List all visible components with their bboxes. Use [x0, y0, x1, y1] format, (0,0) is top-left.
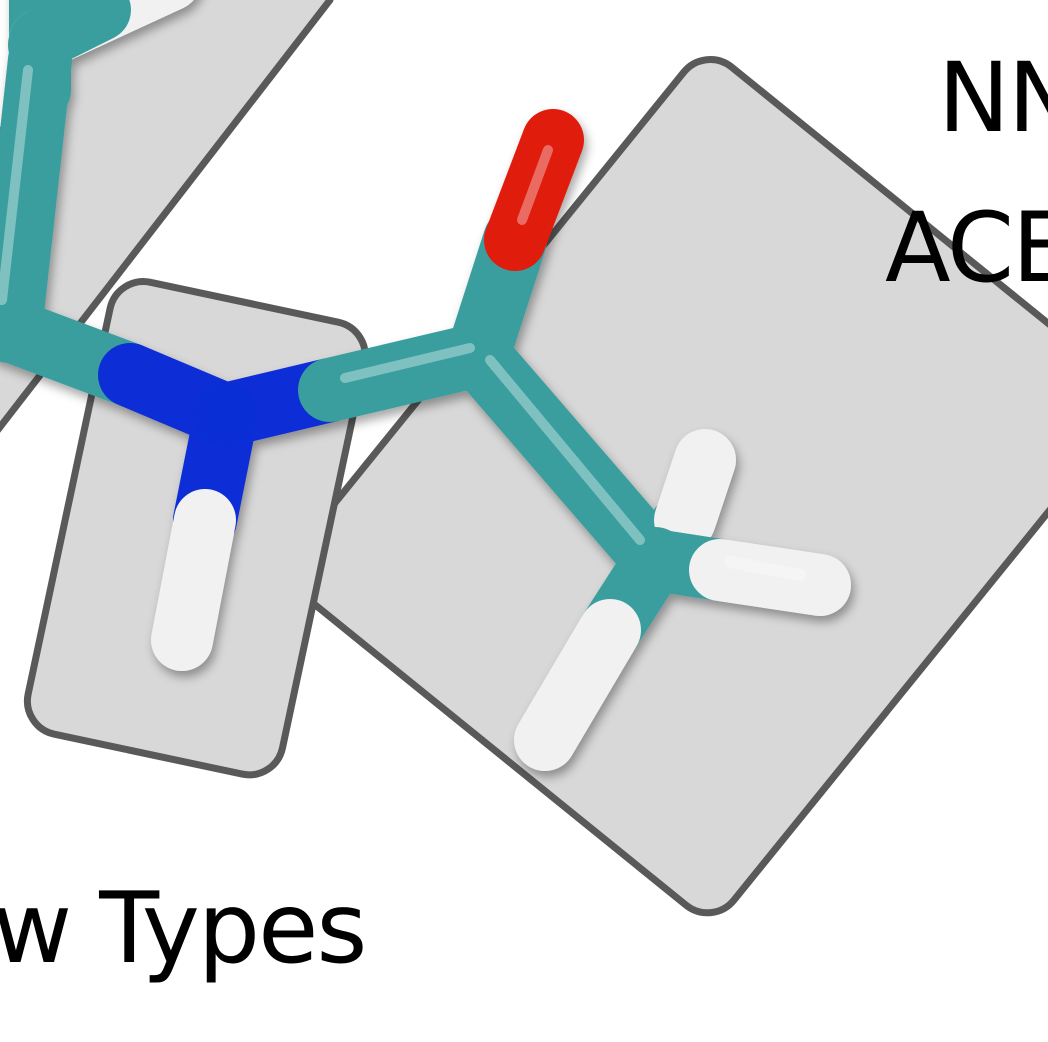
group-box-upper-left [0, 0, 334, 433]
nitrogen-atom [192, 382, 258, 448]
group-box-right [287, 56, 1048, 917]
label-bottom: w Types [0, 872, 367, 986]
bond-highlights [0, 65, 806, 581]
label-top-line-1: NN [938, 42, 1048, 154]
carbon-atom [445, 322, 511, 388]
carbon-atom [8, 13, 72, 77]
label-top-line-2: ACE [885, 192, 1048, 304]
atoms [0, 13, 688, 593]
carbon-atom [622, 527, 688, 593]
carbon-atom [0, 297, 43, 363]
